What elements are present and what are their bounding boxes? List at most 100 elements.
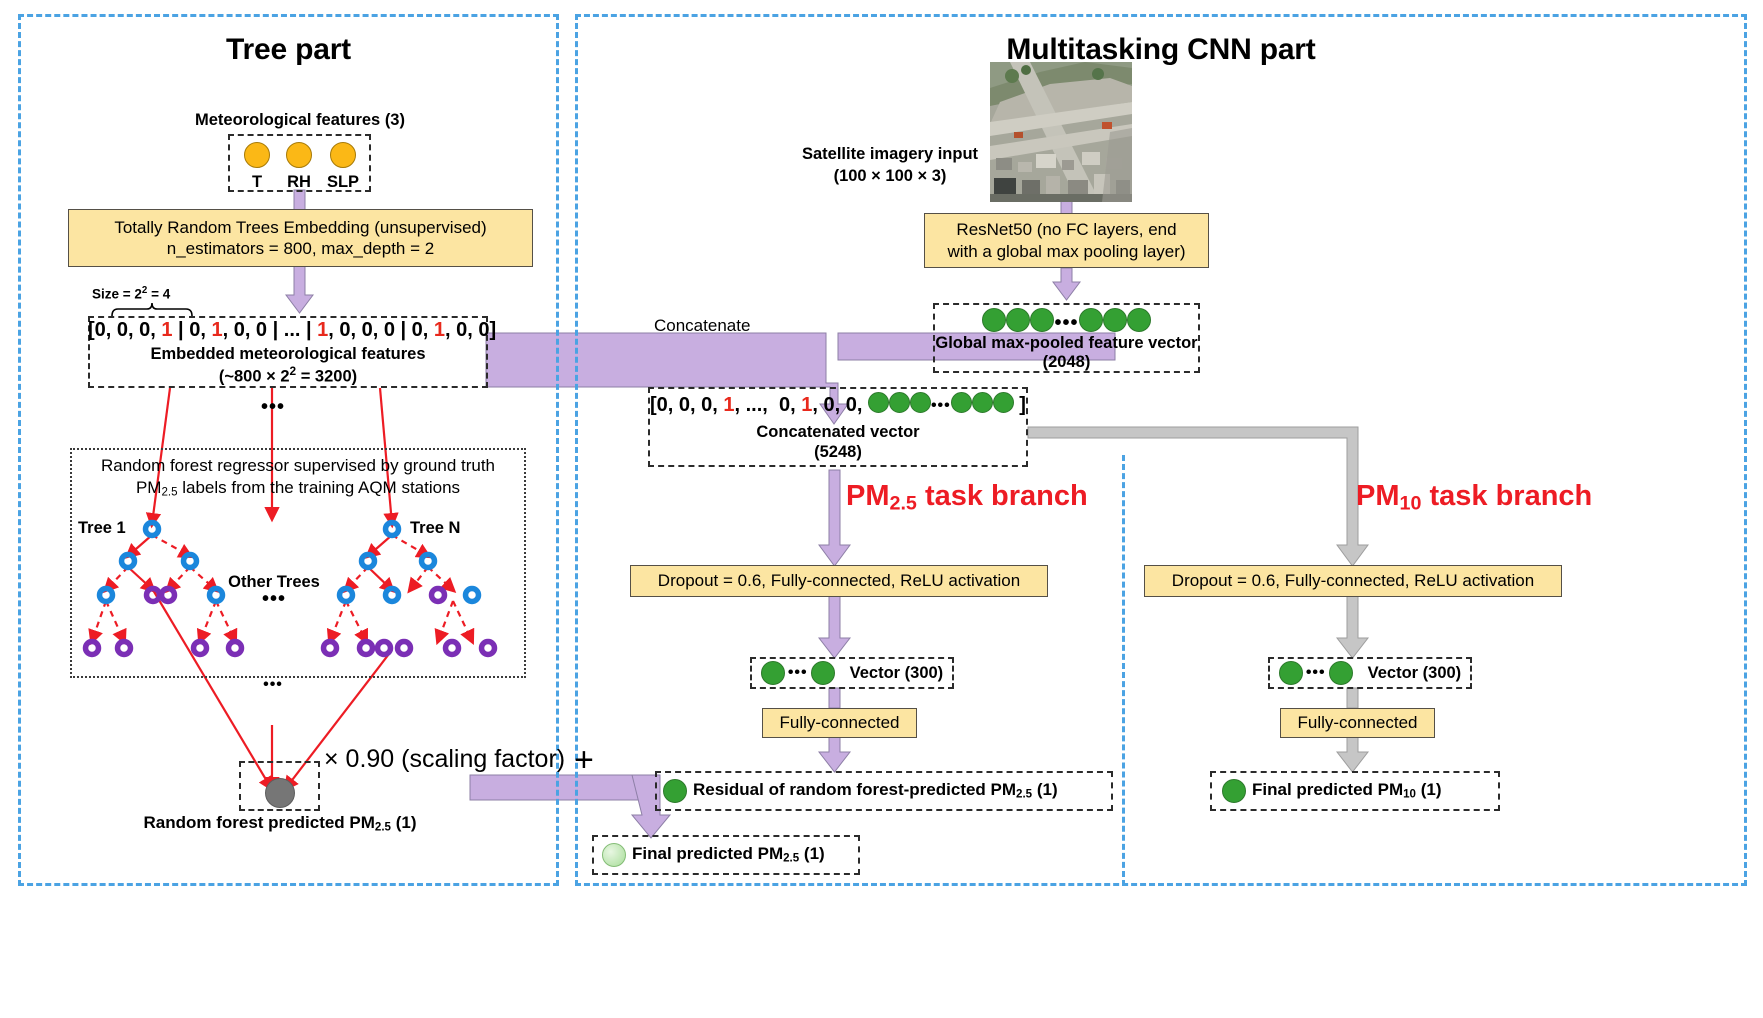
pm25-branch-title-base: PM: [846, 480, 890, 512]
tree-part-panel: [18, 14, 559, 886]
rf-prediction-dot-icon: [265, 778, 295, 808]
plus-symbol: +: [574, 741, 594, 779]
concatenated-vector-caption-1: Concatenated vector: [756, 423, 920, 441]
met-feature-label-slp: SLP: [326, 173, 360, 191]
concatenated-vector-caption-2: (5248): [814, 443, 862, 461]
resnet50-box[interactable]: ResNet50 (no FC layers, end with a globa…: [924, 213, 1209, 268]
arrow-final-pm25-sum: [469, 774, 672, 839]
feature-dot-icon: [286, 142, 312, 168]
arrow-gmp-to-concat: [837, 332, 1116, 361]
pm10-vector-label: Vector (300): [1367, 663, 1462, 682]
final-pm25-box: [592, 835, 860, 875]
feature-dot-icon: [1006, 308, 1031, 332]
meteorological-features-box: [228, 134, 371, 192]
pm10-branch-title: PM10 task branch: [1356, 480, 1592, 515]
arrow-pm10-fc-to-output: [1335, 735, 1370, 773]
meteorological-features-label: Meteorological features (3): [195, 111, 405, 129]
embedding-to-trees-connectors: [145, 387, 399, 529]
pm25-vector-label: Vector (300): [849, 663, 944, 682]
met-feature-label-t: T: [251, 173, 263, 191]
tree-n-edges: [326, 534, 475, 646]
final-prediction-dot-icon: [1222, 779, 1246, 803]
tree-n-label: Tree N: [410, 519, 461, 537]
final-prediction-dot-icon: [602, 843, 626, 867]
final-pm10-box: [1210, 771, 1500, 811]
pm10-vector-content: ••• Vector (300): [1268, 657, 1472, 689]
dot-row-ellipsis: •••: [930, 397, 951, 414]
final-pm10-label: Final predicted PM10 (1): [1252, 780, 1442, 801]
pm10-dropout-label: Dropout = 0.6, Fully-connected, ReLU act…: [1171, 571, 1535, 591]
feature-dot-icon: [1030, 308, 1055, 332]
cnn-part-panel: [575, 14, 1747, 886]
arrow-pm25-fc-to-residual: [817, 735, 852, 773]
feature-dot-icon: [950, 392, 972, 413]
embedded-vector-tokens: [0, 0, 0, 1 | 0, 1, 0, 0 | ... | 1, 0, 0…: [88, 319, 497, 341]
other-trees-ellipsis: •••: [261, 588, 286, 610]
feature-dot-icon: [760, 661, 785, 685]
feature-dot-icon: [909, 392, 931, 413]
feature-dot-icon: [971, 392, 993, 413]
cnn-part-title: Multitasking CNN part: [1006, 33, 1316, 66]
feature-dot-icon: [1328, 661, 1353, 685]
other-trees-label: Other Trees: [228, 573, 320, 591]
feature-dot-icon: [1278, 661, 1303, 685]
pm10-branch-title-tail: task branch: [1421, 480, 1593, 512]
random-forest-caption-2: PM2.5 labels from the training AQM stati…: [135, 478, 461, 499]
pm25-branch-title-tail: task branch: [916, 480, 1088, 512]
pm25-residual-label: Residual of random forest-predicted PM2.…: [693, 780, 1058, 801]
pm25-vector-content: ••• Vector (300): [750, 657, 954, 689]
pm25-fully-connected-box[interactable]: Fully-connected: [762, 708, 917, 738]
met-feature-node-slp: SLP: [322, 142, 364, 192]
met-feature-node-rh: RH: [280, 142, 318, 192]
pm10-fully-connected-box[interactable]: Fully-connected: [1280, 708, 1435, 738]
embedded-features-box: [88, 316, 488, 388]
satellite-imagery-thumbnail: [990, 62, 1132, 202]
concatenated-vector-box: [648, 387, 1028, 467]
scaling-factor-label: × 0.90 (scaling factor): [324, 745, 566, 773]
pm25-dropout-box[interactable]: Dropout = 0.6, Fully-connected, ReLU act…: [630, 565, 1048, 597]
dot-row-ellipsis: •••: [1054, 312, 1079, 334]
concatenate-label: Concatenate: [654, 316, 751, 335]
rf-prediction-dot: [265, 778, 295, 813]
feature-dot-icon: [1102, 308, 1127, 332]
arrow-resnet-to-gmp: [1052, 267, 1081, 301]
pm25-residual-box: [655, 771, 1113, 811]
gmp-dot-row: •••: [933, 308, 1200, 336]
random-forest-box: [70, 448, 526, 678]
feature-dot-icon: [867, 392, 889, 413]
met-feature-node-t: T: [238, 142, 276, 192]
arrow-concat-to-pm25-branch: [818, 469, 851, 567]
pm25-residual-content: Residual of random forest-predicted PM2.…: [655, 771, 1121, 811]
embedded-features-caption-1: Embedded meteorological features: [150, 345, 426, 363]
met-feature-label-rh: RH: [287, 173, 311, 191]
cnn-branch-divider: [1122, 455, 1125, 886]
residual-dot-icon: [663, 779, 687, 803]
trt-embedding-box[interactable]: Totally Random Trees Embedding (unsuperv…: [68, 209, 533, 267]
random-forest-caption-1: Random forest regressor supervised by gr…: [100, 456, 496, 475]
pm25-branch-title: PM2.5 task branch: [846, 480, 1088, 515]
pm25-dropout-label: Dropout = 0.6, Fully-connected, ReLU act…: [657, 571, 1021, 591]
pm10-fc-label: Fully-connected: [1297, 713, 1418, 733]
dot-row-ellipsis: •••: [787, 664, 808, 681]
arrow-concat-to-pm10-branch: [1027, 426, 1369, 567]
pm10-dropout-box[interactable]: Dropout = 0.6, Fully-connected, ReLU act…: [1144, 565, 1562, 597]
pm25-fc-label: Fully-connected: [779, 713, 900, 733]
feature-dot-icon: [888, 392, 910, 413]
pm10-vector-box: [1268, 657, 1472, 689]
satellite-input-caption-2: (100 × 100 × 3): [833, 167, 947, 185]
pm10-branch-title-base: PM: [1356, 480, 1400, 512]
embedded-features-caption-2: (~800 × 22 = 3200): [218, 364, 358, 386]
resnet50-line-2: with a global max pooling layer): [947, 241, 1186, 261]
internal-node-icons: [96, 519, 482, 605]
rf-prediction-box: [239, 761, 320, 811]
gmp-caption-1: Global max-pooled feature vector: [935, 334, 1198, 352]
arrow-embedding-to-vector: [285, 265, 314, 314]
final-pm25-label: Final predicted PM2.5 (1): [632, 844, 825, 865]
rf-prediction-label: Random forest predicted PM2.5 (1): [143, 813, 417, 834]
leaf-node-icons: [82, 585, 498, 658]
size-bracket-label: Size = 22 = 4: [92, 285, 171, 302]
feature-dot-icon: [810, 661, 835, 685]
global-maxpooled-box: [933, 303, 1200, 373]
feature-dot-icon: [244, 142, 270, 168]
